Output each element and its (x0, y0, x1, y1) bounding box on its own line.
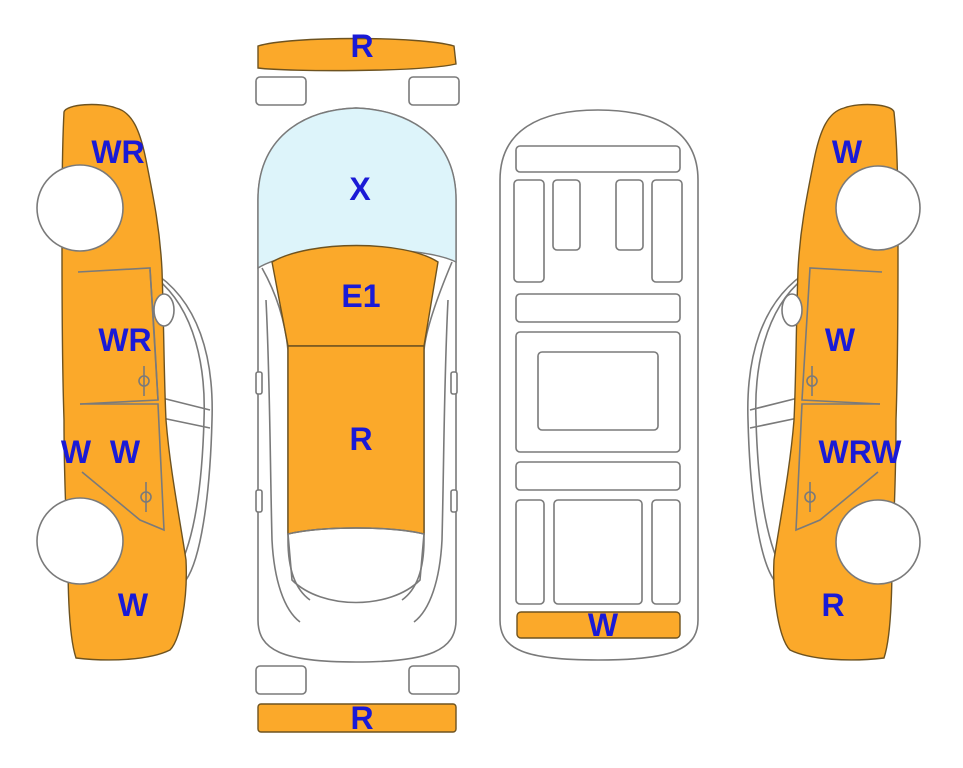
underbody-crossmember-front (515, 293, 681, 323)
rear-left-light (255, 665, 307, 695)
right-side-mirror (781, 293, 803, 327)
underbody-front-left-rail (513, 179, 545, 283)
top-view-left-rear-mark (255, 489, 263, 513)
trunk-sill-label: W (588, 607, 619, 643)
top-view-rear-window (287, 527, 425, 604)
rear-right-light (408, 665, 460, 695)
trunk-sill-panel (516, 611, 681, 639)
right-front-wheel (835, 165, 921, 251)
left-side-door-handle-front (138, 366, 150, 396)
underbody-rear-center-panel (553, 499, 643, 605)
rear-bumper-panel (257, 703, 457, 733)
hood-panel (271, 244, 439, 347)
right-rear-quarter-label: R (821, 587, 844, 623)
right-side-door-handle-front (806, 366, 818, 396)
underbody-crossmember-rear (515, 461, 681, 491)
underbody-view: W (499, 109, 699, 661)
left-side-mirror (153, 293, 175, 327)
top-view-right-rear-mark (450, 489, 458, 513)
left-rear-quarter-label: W (118, 587, 149, 623)
top-view-right-side-line (413, 299, 449, 623)
front-bumper-panel (257, 37, 457, 72)
rear-bumper-label: R (350, 700, 373, 736)
top-view-left-side-line (265, 299, 301, 623)
left-rear-wheel (36, 497, 124, 585)
top-view-left-mirror (255, 371, 263, 395)
left-side-mirror-line (161, 397, 211, 429)
underbody-rear-left-rail (515, 499, 545, 605)
right-rear-door-label: WRW (819, 434, 903, 470)
underbody-front-left-slot (552, 179, 581, 251)
top-view: R X E1 R R (255, 28, 460, 736)
underbody-front-bar (515, 145, 681, 173)
right-side-door-handle-rear (804, 482, 816, 512)
left-side-view: WR WR W W W (36, 103, 213, 661)
front-bumper-label: R (350, 28, 373, 64)
underbody-front-right-rail (651, 179, 683, 283)
top-view-right-mirror (450, 371, 458, 395)
hood-label: E1 (341, 278, 380, 314)
underbody-center-panel (537, 351, 659, 431)
underbody-rear-right-rail (651, 499, 681, 605)
right-front-door-label: W (825, 322, 856, 358)
left-front-wheel (36, 164, 124, 252)
front-right-light (408, 76, 460, 106)
right-rear-wheel (835, 499, 921, 585)
right-front-fender-label: W (832, 134, 863, 170)
underbody-front-right-slot (615, 179, 644, 251)
right-side-window-line (754, 277, 805, 571)
right-side-mirror-line (749, 397, 799, 429)
left-side-sill-line (149, 269, 159, 401)
left-rear-door-label: W (110, 434, 141, 470)
windshield-label: X (349, 171, 371, 207)
left-side-window-line (155, 277, 206, 571)
left-side-door-seam-rear (80, 403, 165, 532)
left-front-fender-label: WR (91, 134, 144, 170)
left-rocker-label: W (61, 434, 92, 470)
right-side-door-seam-front (801, 267, 883, 405)
front-left-light (255, 76, 307, 106)
left-side-door-handle-rear (140, 482, 152, 512)
left-front-door-label: WR (98, 322, 151, 358)
right-side-view: W W WRW R (747, 103, 921, 661)
roof-label: R (349, 421, 372, 457)
right-side-door-seam-rear (795, 403, 880, 532)
